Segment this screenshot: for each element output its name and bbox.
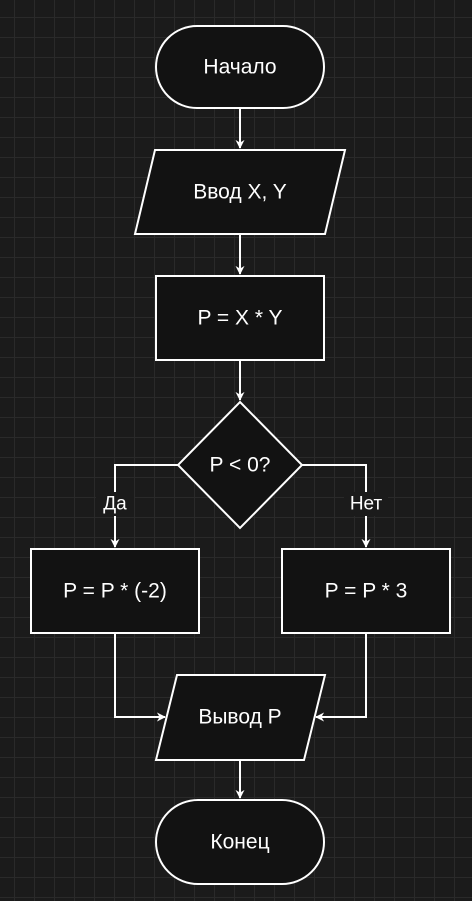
label-bg-yes	[96, 492, 134, 516]
start-terminator[interactable]	[155, 25, 325, 109]
compute-process[interactable]	[155, 275, 325, 361]
edge-decision-yes	[110, 464, 178, 548]
no-action-label: P = P * 3	[325, 580, 408, 603]
start-label: Начало	[203, 56, 276, 79]
end-label: Конец	[210, 831, 269, 854]
edge-yes-to-output	[114, 633, 166, 722]
edge-no-to-output	[315, 633, 367, 722]
end-terminator[interactable]	[155, 799, 325, 885]
output-parallelogram[interactable]	[154, 674, 327, 761]
edge-decision-no	[302, 464, 371, 548]
label-bg-no	[344, 492, 388, 516]
input-label: Ввод X, Y	[193, 181, 287, 204]
yes-action-process[interactable]	[30, 548, 200, 634]
input-parallelogram[interactable]	[133, 149, 347, 235]
yes-action-label: P = P * (-2)	[63, 580, 167, 603]
no-action-process[interactable]	[281, 548, 451, 634]
output-label: Вывод P	[198, 706, 281, 729]
decision-diamond[interactable]	[176, 400, 304, 530]
decision-label: P < 0?	[210, 454, 271, 477]
edge-label-no: Нет	[350, 494, 383, 515]
edge-label-yes: Да	[103, 494, 127, 515]
compute-label: P = X * Y	[197, 307, 282, 330]
